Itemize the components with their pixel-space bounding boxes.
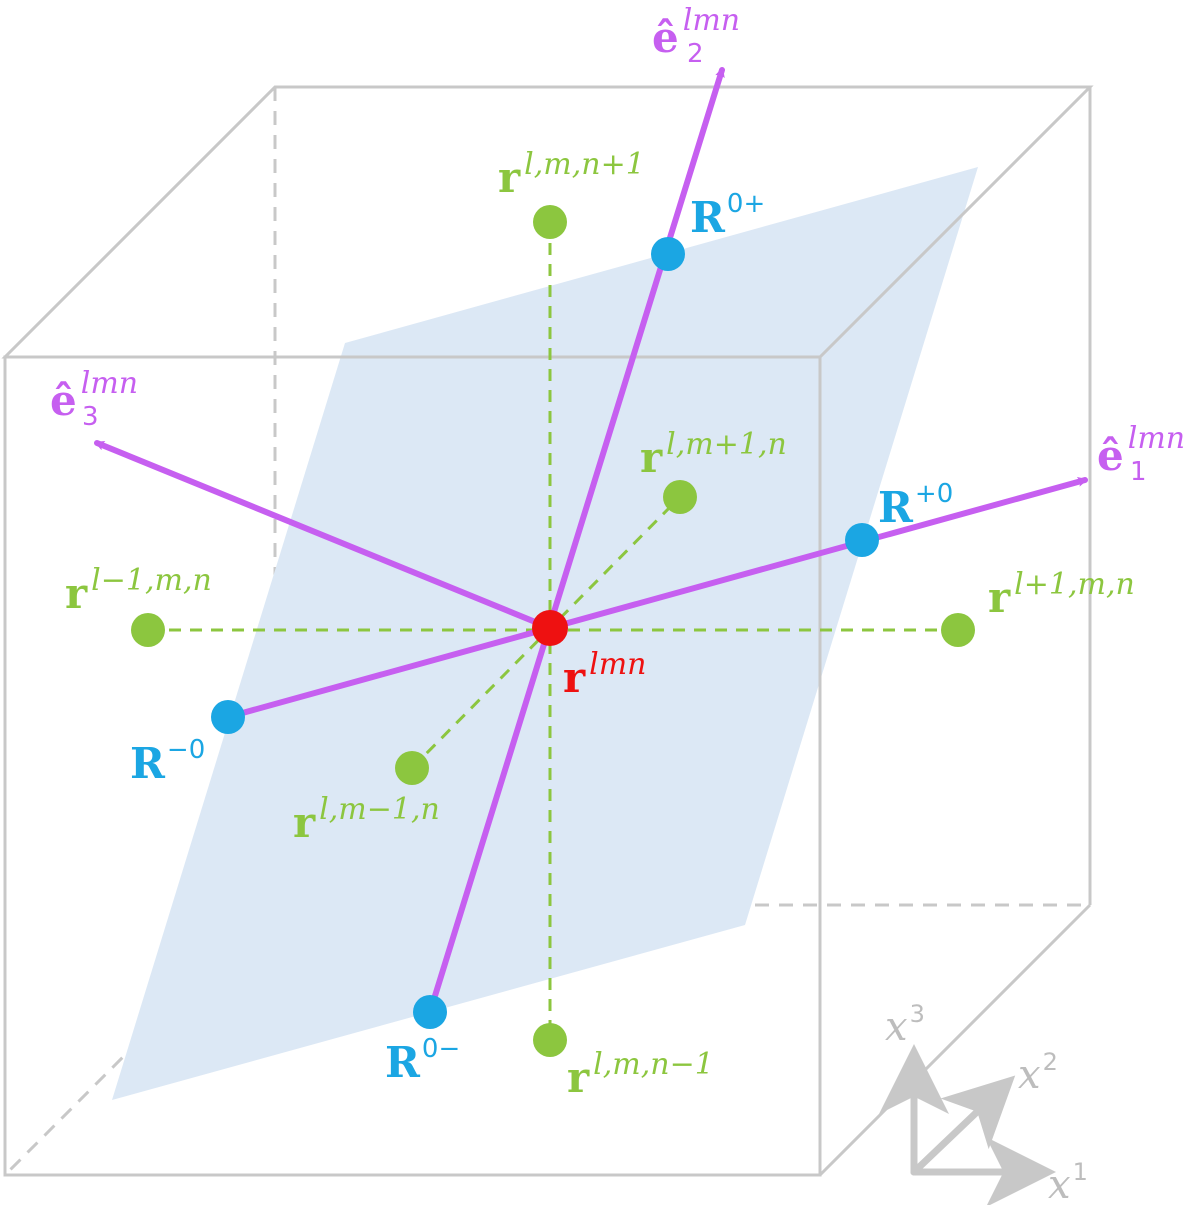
- label-R-0minus: R0−: [385, 1034, 460, 1087]
- e1-axis-line: [225, 477, 1088, 720]
- label-R-minus0: R−0: [130, 735, 205, 788]
- label-e2-sub: 2: [687, 39, 704, 69]
- label-R-plus0: R+0: [878, 479, 953, 532]
- label-e3-sub: 3: [82, 402, 99, 432]
- point-l-up: [941, 613, 975, 647]
- face-points: [211, 237, 879, 1029]
- point-n-up: [533, 205, 567, 239]
- point-center: [532, 610, 568, 646]
- point-m-up: [663, 480, 697, 514]
- axis-label-x3: x3: [885, 1000, 925, 1050]
- label-e1-sub: 1: [1130, 457, 1147, 487]
- point-R-minus0: [211, 700, 245, 734]
- point-R-plus0: [845, 523, 879, 557]
- point-l-down: [131, 613, 165, 647]
- e2-axis-line: [427, 67, 725, 1015]
- x2-axis: [910, 1075, 1016, 1176]
- label-R-0plus: R0+: [690, 189, 765, 242]
- coordinate-axes: [879, 1044, 1056, 1205]
- axis-label-x2: x2: [1018, 1048, 1058, 1098]
- point-R-0plus: [651, 237, 685, 271]
- box-visible-edges: [1, 85, 1094, 1177]
- e3-vector-line: [94, 440, 553, 631]
- point-n-down: [533, 1023, 567, 1057]
- point-m-down: [395, 751, 429, 785]
- basis-vectors: [94, 67, 1088, 1015]
- point-R-0minus: [413, 995, 447, 1029]
- axis-label-x1: x1: [1048, 1158, 1088, 1205]
- neighbor-points: [131, 205, 975, 1057]
